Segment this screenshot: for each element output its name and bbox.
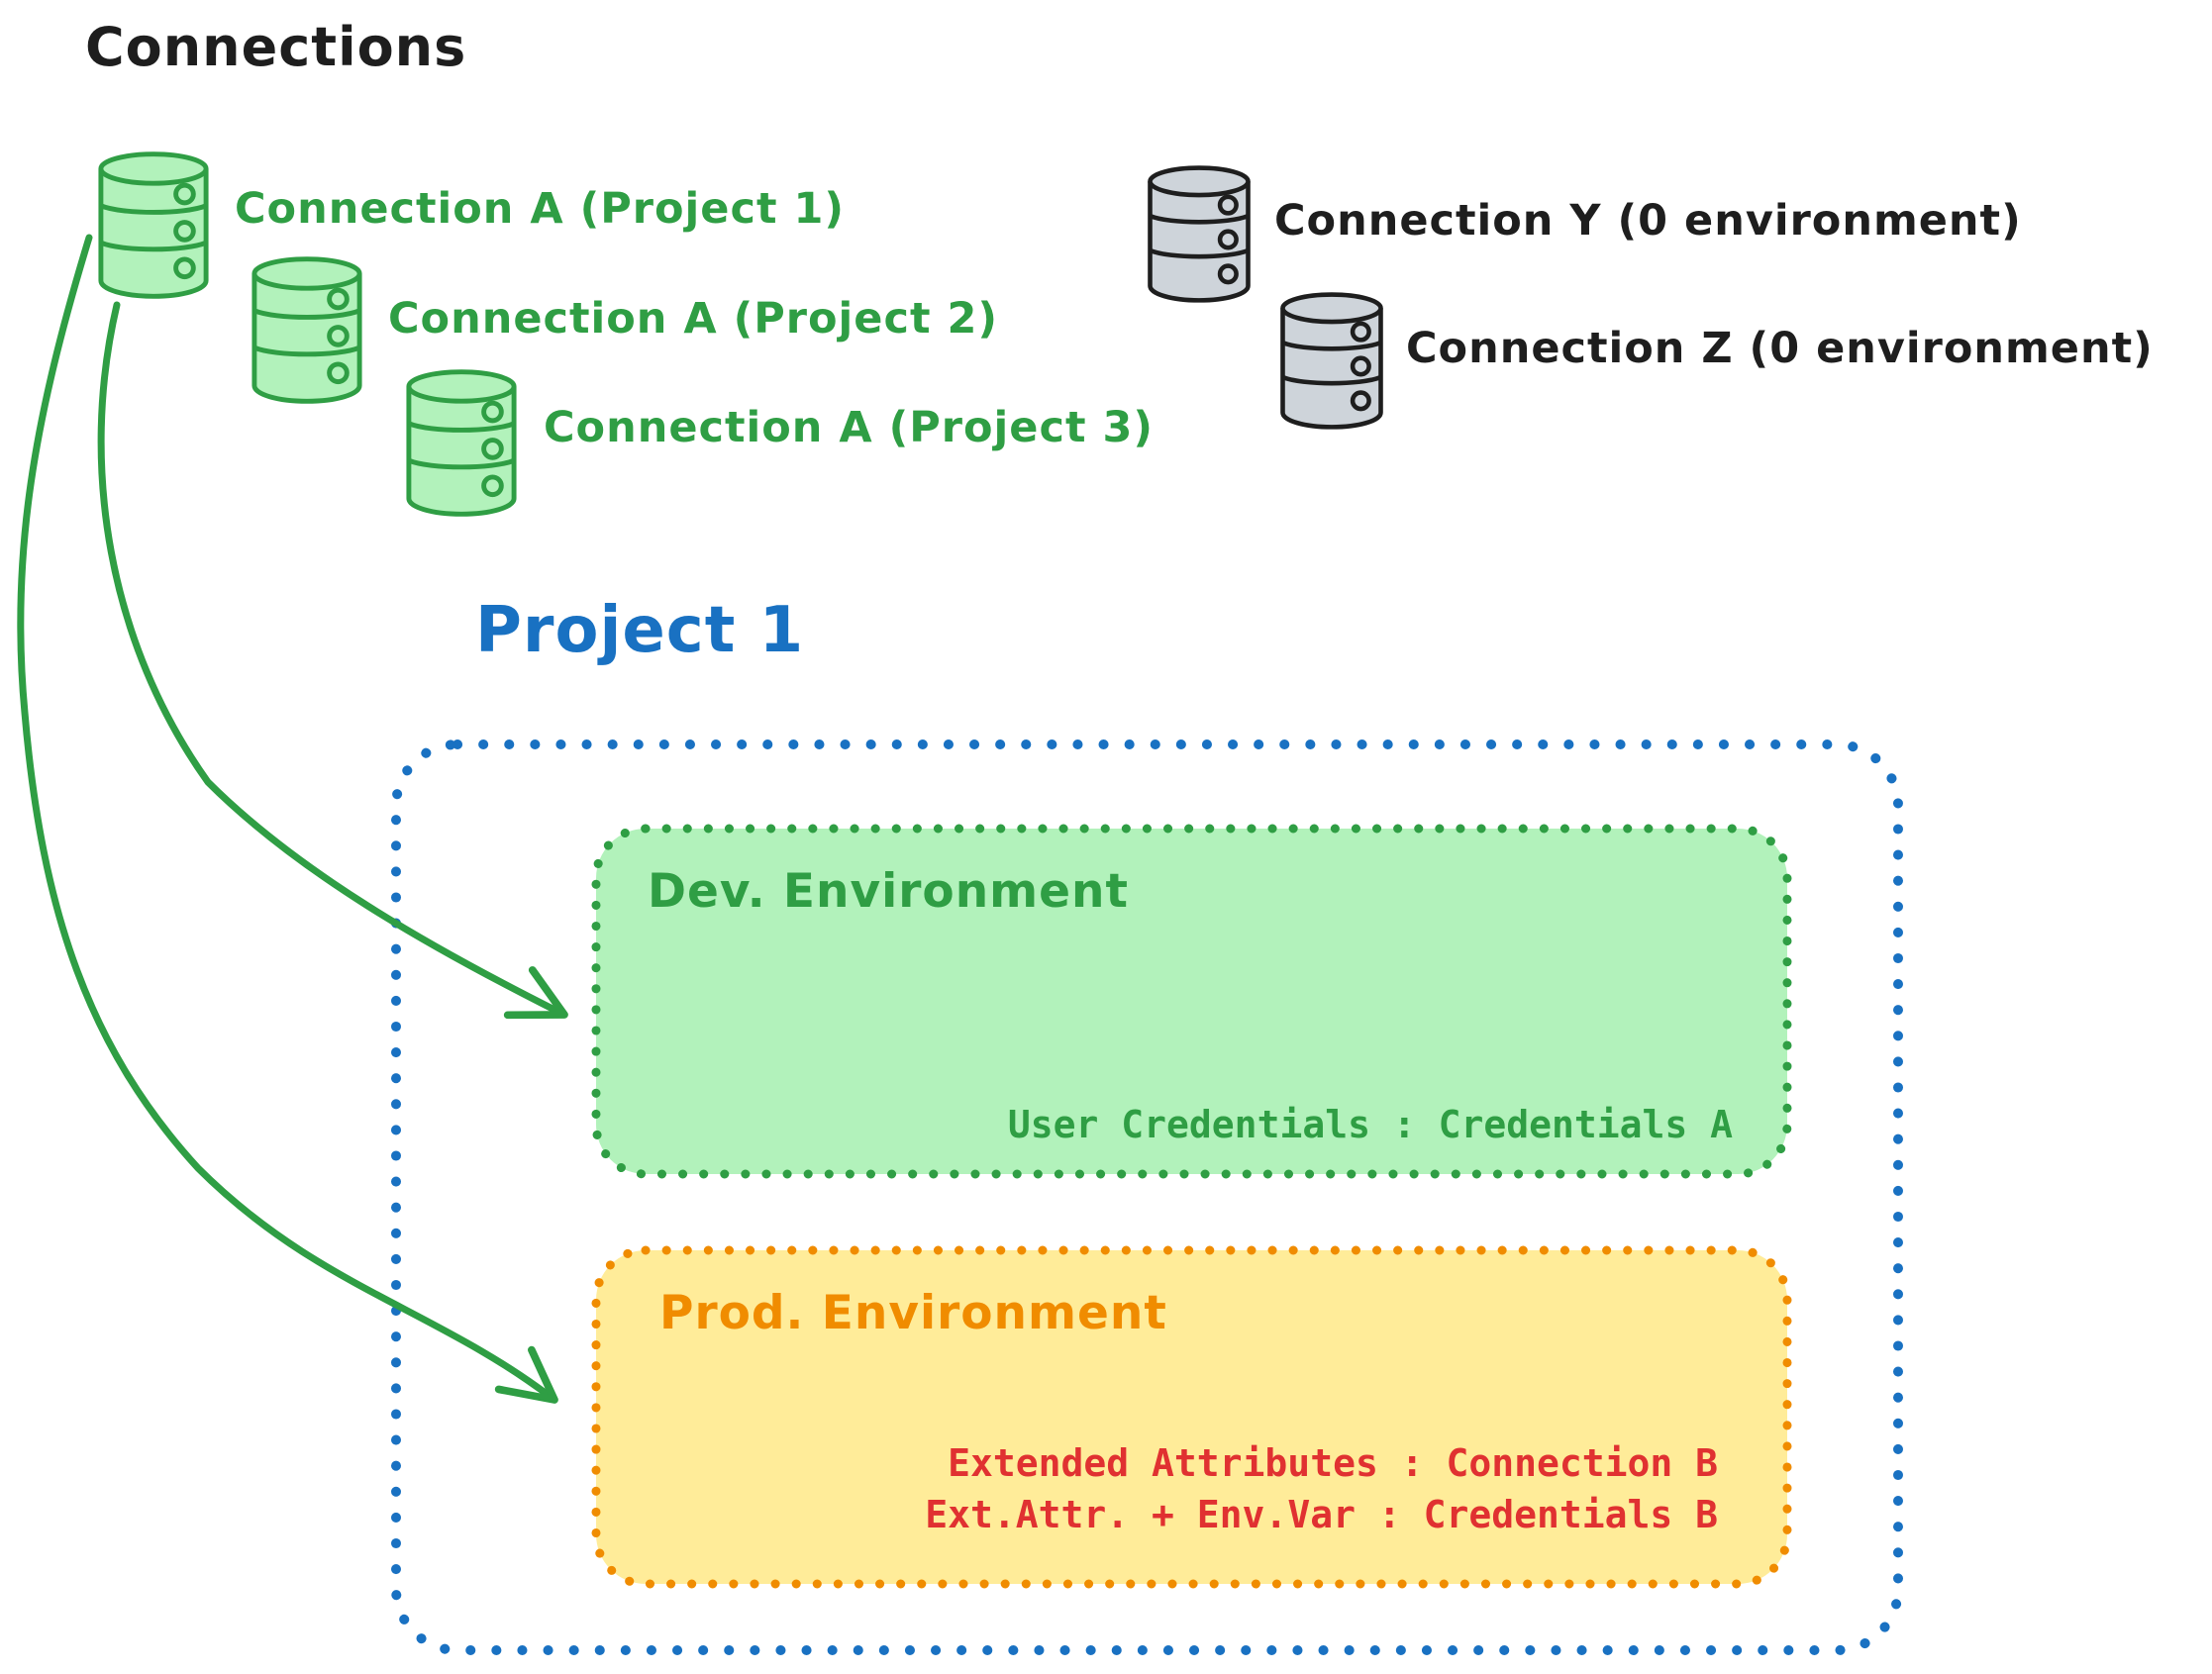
arrow-connection-a-to-dev-environment bbox=[97, 301, 568, 1020]
dev-environment-title: Dev. Environment bbox=[648, 864, 1129, 919]
database-icon-connection-z bbox=[1277, 288, 1386, 433]
prod-environment-box bbox=[591, 1245, 1792, 1589]
project-title: Project 1 bbox=[475, 594, 805, 667]
prod-attributes-line-1: Extended Attributes : Connection B bbox=[948, 1441, 1718, 1486]
prod-attributes-line-2: Ext.Attr. + Env.Var : Credentials B bbox=[925, 1492, 1718, 1536]
diagram-title: Connections bbox=[85, 16, 467, 78]
connection-label-y: Connection Y (0 environment) bbox=[1274, 196, 2022, 246]
prod-environment-credentials: Extended Attributes : Connection B Ext.A… bbox=[925, 1438, 1718, 1540]
database-icon bbox=[251, 256, 362, 404]
database-icon bbox=[98, 151, 209, 299]
database-icon bbox=[1280, 292, 1383, 430]
prod-environment-title: Prod. Environment bbox=[659, 1286, 1167, 1340]
dev-environment: Dev. Environment User Credentials : Cred… bbox=[596, 829, 1787, 1174]
database-icon-connection-a-project-1 bbox=[95, 148, 212, 301]
database-icon bbox=[1148, 165, 1251, 303]
database-icon-connection-a-project-3 bbox=[403, 366, 520, 519]
dev-environment-credentials: User Credentials : Credentials A bbox=[1007, 1102, 1733, 1146]
connection-label-a-project-3: Connection A (Project 3) bbox=[544, 403, 1155, 452]
arrow-connection-a-to-prod-environment bbox=[17, 234, 558, 1404]
database-icon-connection-y bbox=[1145, 161, 1254, 306]
project-1-boundary bbox=[391, 739, 1903, 1655]
database-icon bbox=[406, 369, 517, 517]
connection-label-z: Connection Z (0 environment) bbox=[1406, 324, 2154, 373]
connection-label-a-project-2: Connection A (Project 2) bbox=[388, 294, 999, 344]
connection-label-a-project-1: Connection A (Project 1) bbox=[235, 184, 846, 234]
database-icon-connection-a-project-2 bbox=[249, 253, 365, 406]
dev-environment-box bbox=[591, 824, 1792, 1179]
prod-environment: Prod. Environment Extended Attributes : … bbox=[596, 1250, 1787, 1584]
